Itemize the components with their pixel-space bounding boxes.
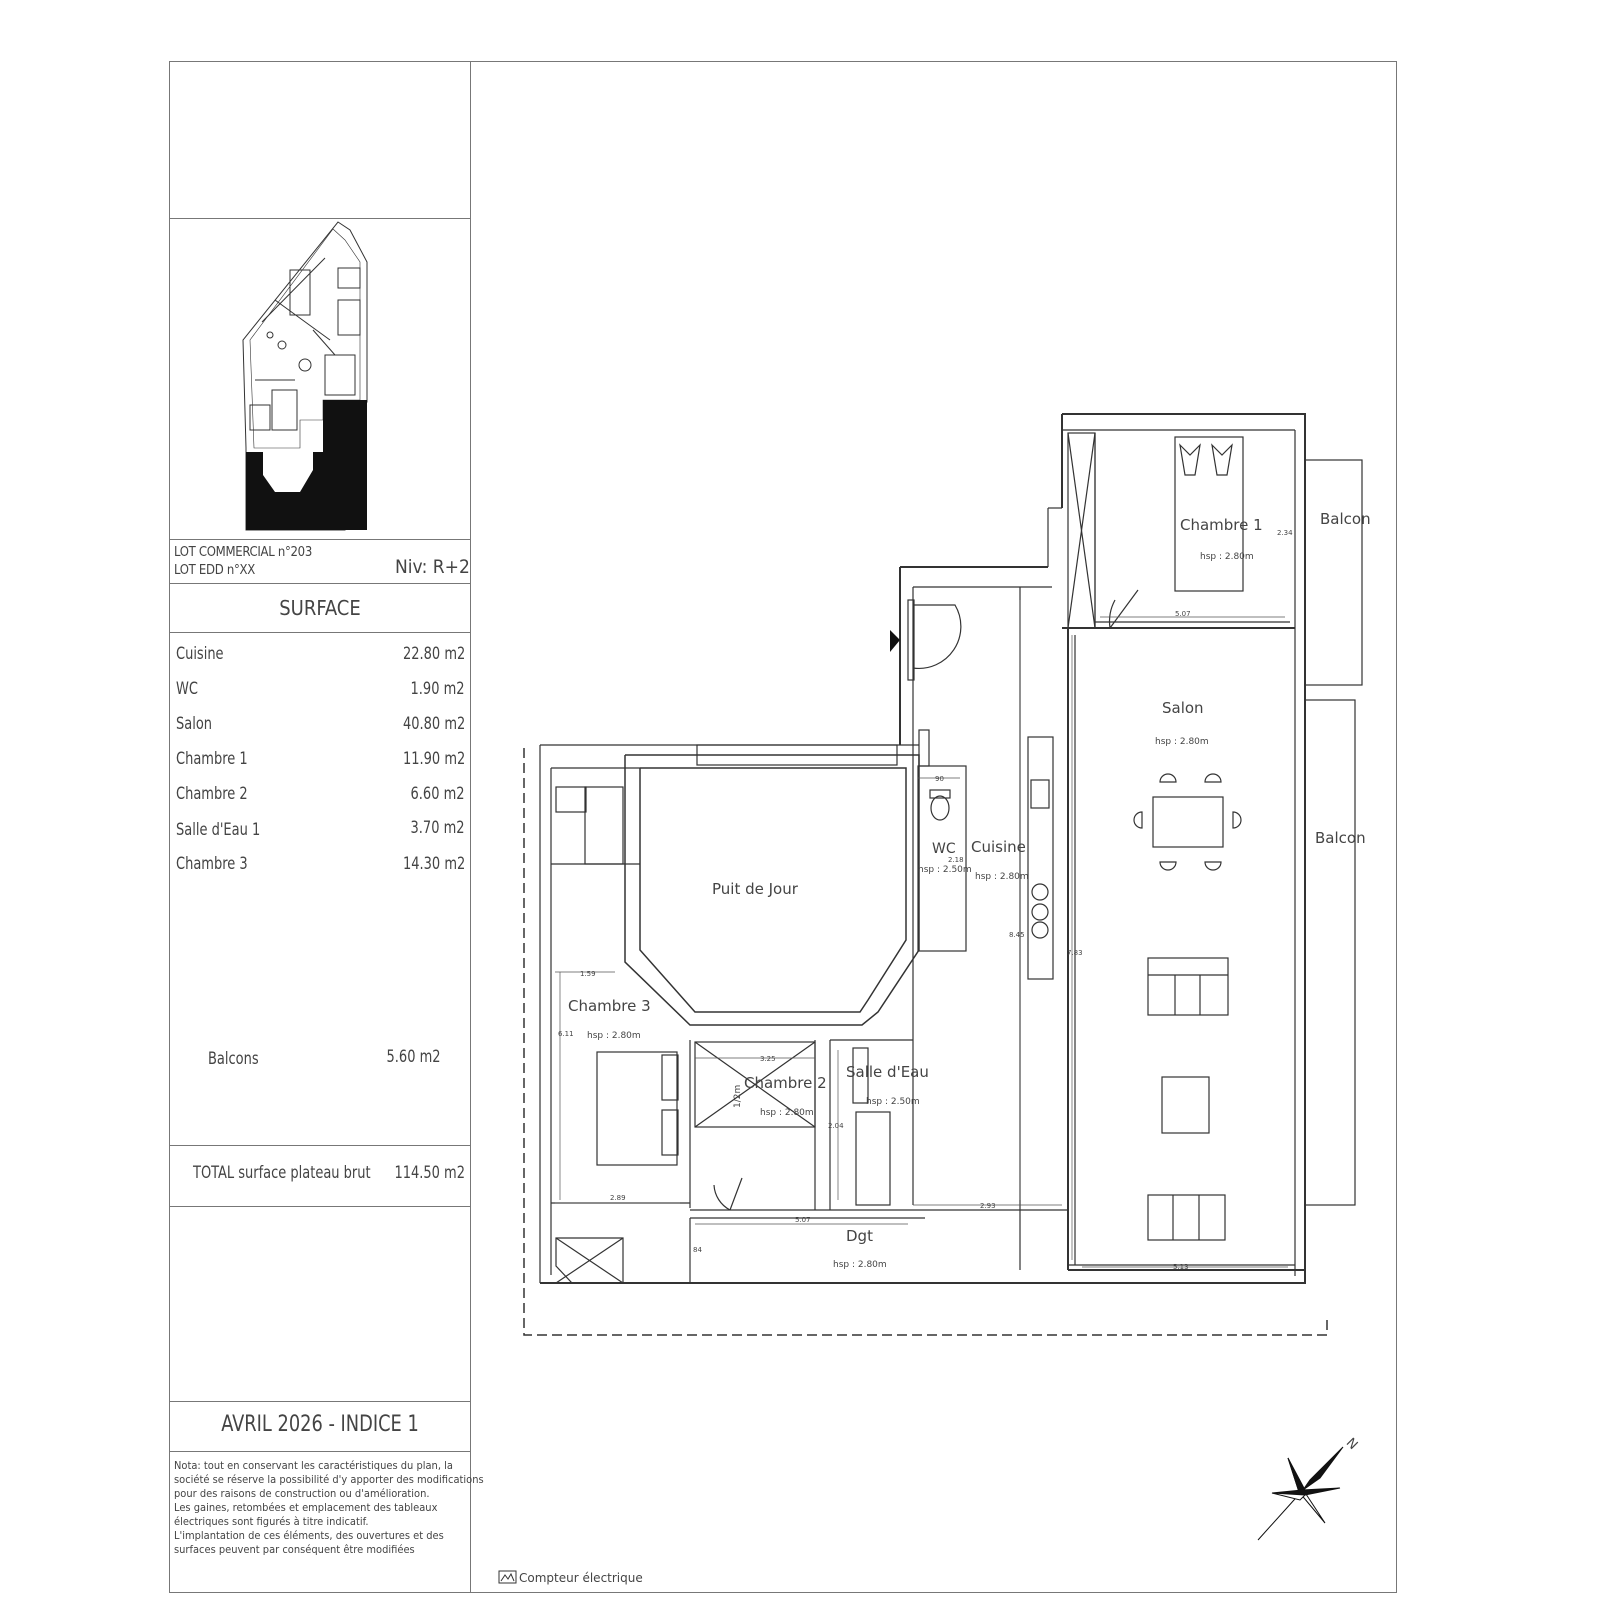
lot-edd: LOT EDD n°XX [174,563,255,578]
dimension-label: 2.34 [1277,529,1293,537]
balcons-label: Balcons [208,1049,259,1069]
divider [169,218,471,219]
meter-icon [498,1570,517,1584]
room-label: Puit de Jour [712,880,799,898]
surface-room: Chambre 1 [176,749,248,769]
surface-area: 14.30 m2 [402,854,465,874]
room-label: Cuisine [971,838,1026,856]
room-height: hsp : 2.80m [833,1260,887,1270]
surface-room: Cuisine [176,644,224,664]
dimension-label: 84 [693,1246,702,1254]
dimension-label: 5.07 [1175,610,1191,618]
note-line: pour des raisons de construction ou d'am… [174,1487,430,1500]
surface-room: WC [176,679,198,699]
room-label: Salon [1162,699,1204,717]
dimension-label: 5.13 [1173,1263,1189,1271]
dimension-label: 3.25 [760,1055,776,1063]
dimension-label: 2.89 [610,1194,626,1202]
surface-area: 40.80 m2 [402,714,465,734]
total-label: TOTAL surface plateau brut [193,1163,371,1183]
divider [169,1206,471,1207]
dimension-label: 2.93 [980,1202,996,1210]
divider [169,539,471,540]
dimension-label: 90 [935,775,944,783]
dimension-label: 5.07 [795,1216,811,1224]
divider [169,1401,471,1402]
dimension-label: 1/2m [733,1085,743,1108]
surface-room: Chambre 2 [176,784,248,804]
dimension-label: 2.04 [828,1122,844,1130]
room-height: hsp : 2.50m [918,865,972,875]
note-line: électriques sont figurés à titre indicat… [174,1515,369,1528]
dimension-label: 2.18 [948,856,964,864]
room-height: hsp : 2.80m [760,1108,814,1118]
total-area: 114.50 m2 [394,1163,465,1183]
surface-room: Salle d'Eau 1 [176,820,261,840]
room-height: hsp : 2.50m [866,1097,920,1107]
entrance-marker [890,630,900,652]
note-line: surfaces peuvent par conséquent être mod… [174,1543,415,1556]
lot-commercial: LOT COMMERCIAL n°203 [174,545,312,560]
level-label: Niv: R+2 [395,556,470,578]
divider [169,632,471,633]
room-height: hsp : 2.80m [1200,552,1254,562]
divider [169,583,471,584]
room-label: Chambre 3 [568,997,651,1015]
outer-wall [1062,413,1306,1284]
balcons-area: 5.60 m2 [386,1047,441,1067]
drawing-sheet [169,61,1397,1593]
room-height: hsp : 2.80m [587,1031,641,1041]
surface-area: 11.90 m2 [402,749,465,769]
surface-area: 3.70 m2 [410,818,465,838]
room-height: hsp : 2.80m [975,872,1029,882]
surface-room: Salon [176,714,213,734]
dimension-label: 8.45 [1009,931,1025,939]
dimension-label: 6.11 [558,1030,574,1038]
surface-area: 1.90 m2 [410,679,465,699]
north-label: N [1343,1436,1360,1453]
surface-room: Chambre 3 [176,854,248,874]
room-label: Salle d'Eau [846,1063,929,1081]
surface-area: 6.60 m2 [410,784,465,804]
title-block [169,61,471,1593]
legend-label: Compteur électrique [519,1571,643,1585]
room-label: Balcon [1320,510,1371,528]
north-arrow-icon [1257,1446,1344,1541]
room-label: Balcon [1315,829,1366,847]
note-line: Nota: tout en conservant les caractérist… [174,1459,453,1472]
dimension-label: 1.59 [580,970,596,978]
note-line: L'implantation de ces éléments, des ouve… [174,1529,444,1542]
meter-icon [500,1572,515,1582]
room-label: Dgt [846,1227,873,1245]
divider [169,1451,471,1452]
note-line: Les gaines, retombées et emplacement des… [174,1501,438,1514]
date-index: AVRIL 2026 - INDICE 1 [221,1412,419,1437]
note-line: société se réserve la possibilité d'y ap… [174,1473,484,1486]
disclaimer-note: Nota: tout en conservant les caractérist… [174,1459,484,1557]
room-label: WC [932,841,956,857]
room-height: hsp : 2.80m [1155,737,1209,747]
dimension-label: 7.83 [1067,949,1083,957]
room-label: Chambre 2 [744,1074,827,1092]
room-label: Chambre 1 [1180,516,1263,534]
surface-area: 22.80 m2 [402,644,465,664]
divider [169,1145,471,1146]
surface-title: SURFACE [279,596,361,620]
